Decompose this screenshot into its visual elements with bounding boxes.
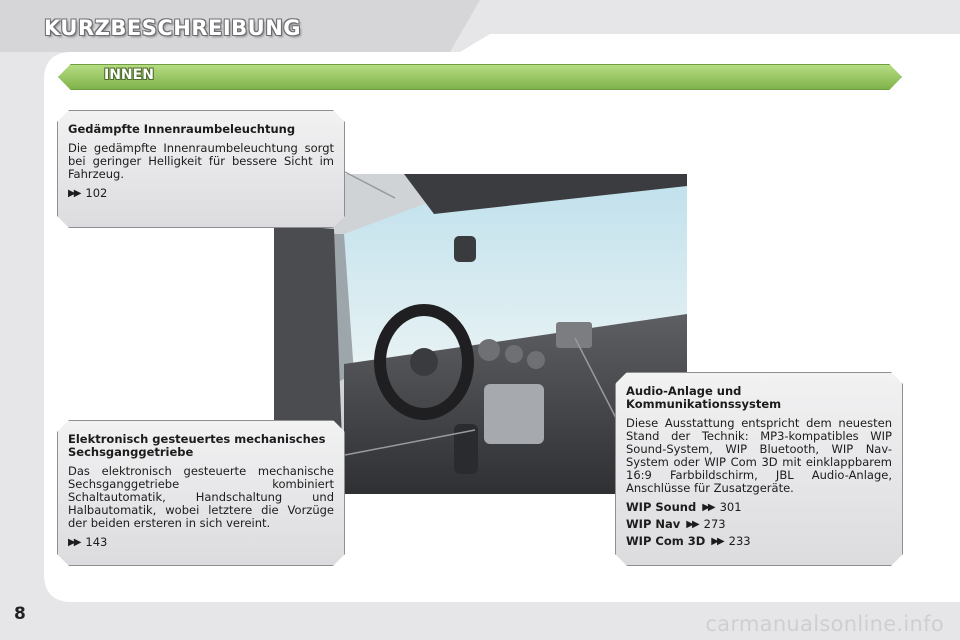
callout-text: Diese Ausstattung entspricht dem neu­est…	[626, 416, 892, 495]
page-reference-wip-sound[interactable]: WIP Sound ▶▶ 301	[626, 501, 892, 514]
page-reference-number: 233	[728, 534, 751, 548]
fast-forward-arrow-icon: ▶▶	[68, 537, 80, 548]
page-reference-wip-com-3d[interactable]: WIP Com 3D ▶▶ 233	[626, 535, 892, 548]
callout-title: Elektronisch gesteuertes mechanisches Se…	[68, 432, 326, 459]
fast-forward-arrow-icon: ▶▶	[702, 502, 714, 513]
callout-title: Gedämpfte Innenraumbeleuchtung	[68, 122, 296, 136]
page-reference-number: 301	[719, 500, 742, 514]
callout-gearbox: Elektronisch gesteuertes mechanisches Se…	[57, 420, 345, 566]
section-label: INNEN	[104, 67, 154, 83]
page-title: KURZBESCHREIBUNG	[44, 16, 302, 40]
section-bar	[58, 64, 902, 90]
page-reference[interactable]: ▶▶ 143	[68, 536, 334, 549]
callout-interior-lighting: Gedämpfte Innenraumbeleuchtung Die gedäm…	[57, 110, 345, 228]
fast-forward-arrow-icon: ▶▶	[686, 519, 698, 530]
reference-label: WIP Com 3D	[626, 534, 706, 548]
page-number: 8	[14, 604, 26, 624]
page-reference-wip-nav[interactable]: WIP Nav ▶▶ 273	[626, 518, 892, 531]
callout-title: Audio-Anlage und Kommunikationssystem	[626, 384, 782, 411]
page-reference-number: 273	[703, 517, 726, 531]
callout-text: Das elektronisch gesteuerte mecha­nische…	[68, 464, 334, 530]
reference-label: WIP Nav	[626, 517, 681, 531]
watermark: carmanualsonline.info	[705, 612, 944, 636]
fast-forward-arrow-icon: ▶▶	[711, 536, 723, 547]
page-reference[interactable]: ▶▶ 102	[68, 187, 334, 200]
fast-forward-arrow-icon: ▶▶	[68, 188, 80, 199]
reference-label: WIP Sound	[626, 500, 697, 514]
callout-text: Die gedämpfte Innenraumbeleuchtung sorgt…	[68, 141, 334, 181]
page-reference-number: 102	[85, 186, 108, 200]
page-reference-number: 143	[85, 535, 108, 549]
callout-audio-system: Audio-Anlage und Kommunikationssystem Di…	[615, 372, 903, 566]
